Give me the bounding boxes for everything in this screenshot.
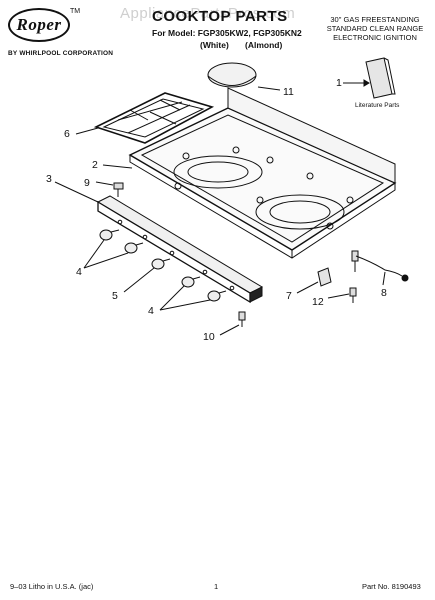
callout-4-upper: 4	[76, 266, 82, 278]
part-8-igniter	[351, 250, 409, 286]
callout-8: 8	[381, 287, 387, 299]
part-6-grate	[75, 92, 215, 144]
callout-10: 10	[203, 331, 215, 343]
callout-6: 6	[64, 128, 70, 140]
callout-5: 5	[112, 290, 118, 302]
literature-parts-label: Literature Parts	[355, 102, 400, 109]
callout-1: 1	[336, 77, 342, 89]
part-9-screw	[95, 181, 124, 197]
part-12-screw	[327, 287, 357, 303]
callout-12: 12	[312, 296, 324, 308]
corporation-label: BY WHIRLPOOL CORPORATION	[8, 50, 114, 57]
brand-name: Roper	[16, 15, 62, 34]
part-2-cooktop	[102, 87, 397, 259]
callout-3: 3	[46, 173, 52, 185]
color-almond: (Almond)	[245, 40, 283, 50]
description-line-2: STANDARD CLEAN RANGE	[326, 24, 424, 33]
callout-11: 11	[283, 86, 294, 98]
footer-part-number: Part No. 8190493	[362, 582, 421, 591]
watermark: AppliancePartsPros.com	[120, 5, 296, 22]
part-3-control-panel	[54, 181, 264, 304]
product-description: 30" GAS FREESTANDING STANDARD CLEAN RANG…	[320, 15, 430, 42]
part-10-screw	[219, 311, 246, 336]
part-7-bracket	[296, 267, 332, 294]
footer-litho: 9–03 Litho in U.S.A. (jac)	[10, 582, 94, 591]
roper-logo: Roper	[8, 8, 70, 42]
page-title: COOKTOP PARTS	[152, 8, 288, 25]
footer-page-number: 1	[214, 582, 219, 591]
callout-4-lower: 4	[148, 305, 154, 317]
trademark-mark: TM	[70, 8, 81, 15]
part-1-literature	[343, 57, 396, 99]
callout-2: 2	[92, 159, 98, 171]
description-line-1: 30" GAS FREESTANDING	[330, 15, 420, 24]
description-line-3: ELECTRONIC IGNITION	[333, 33, 417, 42]
callout-9: 9	[84, 177, 90, 189]
color-white: (White)	[200, 40, 229, 50]
part-4-knobs	[83, 229, 227, 311]
part-11-cap	[207, 62, 281, 91]
callout-7: 7	[286, 290, 292, 302]
model-line: For Model: FGP305KW2, FGP305KN2	[152, 28, 302, 38]
